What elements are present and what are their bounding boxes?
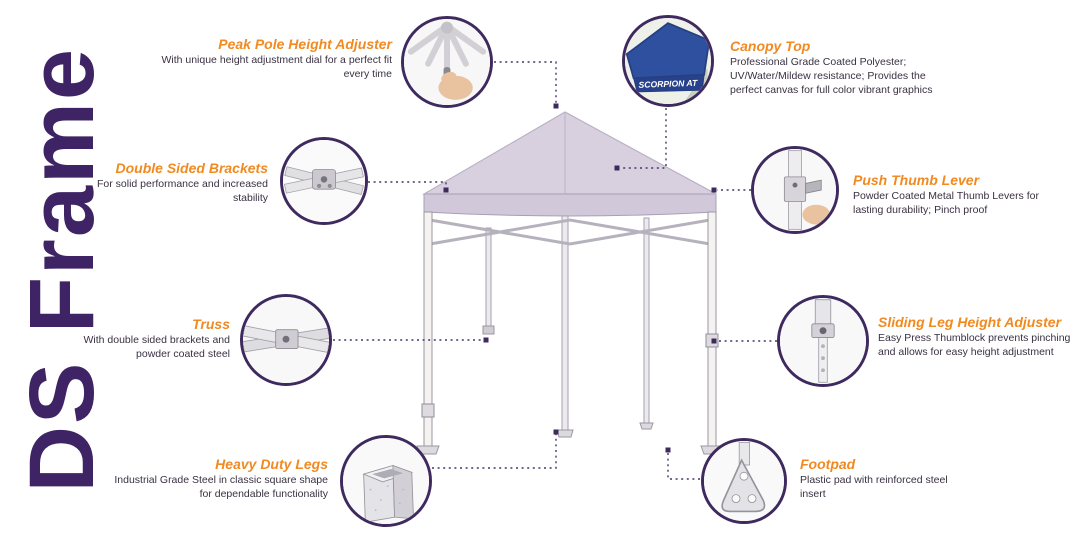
square-leg-photo <box>340 435 432 527</box>
connector-end-markers <box>443 103 717 453</box>
callout-text-block: Truss With double sided brackets and pow… <box>62 316 230 362</box>
callout-title: Footpad <box>800 456 856 472</box>
callout-text-block: Sliding Leg Height Adjuster Easy Press T… <box>878 314 1080 360</box>
tent-front-legs <box>416 211 724 455</box>
leg-adjuster-photo <box>777 295 869 387</box>
tent-truss <box>429 218 711 246</box>
thumb-lever-image <box>754 149 836 231</box>
callout-title: Sliding Leg Height Adjuster <box>878 314 1062 330</box>
footpad-image <box>704 441 784 521</box>
brackets-photo <box>280 137 368 225</box>
canopy-top-image: SCORPION AT <box>625 18 711 104</box>
truss-image <box>243 297 329 383</box>
peak-pole-photo <box>401 16 493 108</box>
callout-title: Heavy Duty Legs <box>215 456 328 472</box>
callout-desc: With unique height adjustment dial for a… <box>161 54 392 80</box>
callout-connectors <box>333 61 777 480</box>
canopy-graphic-text: SCORPION AT <box>638 78 698 90</box>
callout-desc: Industrial Grade Steel in classic square… <box>114 474 328 500</box>
callout-title: Peak Pole Height Adjuster <box>218 36 392 52</box>
callout-desc: Professional Grade Coated Polyester; UV/… <box>730 56 933 96</box>
callout-text-block: Footpad Plastic pad with reinforced stee… <box>800 456 975 502</box>
callout-title: Canopy Top <box>730 38 811 54</box>
callout-desc: For solid performance and increased stab… <box>96 178 268 204</box>
leg-adjuster-image <box>780 298 866 384</box>
callout-text-block: Double Sided Brackets For solid performa… <box>70 160 268 206</box>
callout-desc: Easy Press Thumblock prevents pinching a… <box>878 332 1071 358</box>
brackets-image <box>283 140 365 222</box>
tent-rear-legs <box>482 204 654 438</box>
footpad-photo <box>701 438 787 524</box>
canopy-top-photo: SCORPION AT <box>622 15 714 107</box>
callout-text-block: Push Thumb Lever Powder Coated Metal Thu… <box>853 172 1048 218</box>
callout-desc: With double sided brackets and powder co… <box>83 334 230 360</box>
peak-pole-image <box>404 19 490 105</box>
callout-desc: Plastic pad with reinforced steel insert <box>800 474 948 500</box>
callout-desc: Powder Coated Metal Thumb Levers for las… <box>853 190 1039 216</box>
callout-text-block: Canopy Top Professional Grade Coated Pol… <box>730 38 945 98</box>
callout-title: Push Thumb Lever <box>853 172 980 188</box>
tent-canopy <box>422 111 717 217</box>
truss-photo <box>240 294 332 386</box>
callout-text-block: Heavy Duty Legs Industrial Grade Steel i… <box>112 456 328 502</box>
square-leg-image <box>343 438 429 524</box>
callout-text-block: Peak Pole Height Adjuster With unique he… <box>140 36 392 82</box>
callout-title: Double Sided Brackets <box>115 160 269 176</box>
callout-title: Truss <box>192 316 230 332</box>
thumb-lever-photo <box>751 146 839 234</box>
